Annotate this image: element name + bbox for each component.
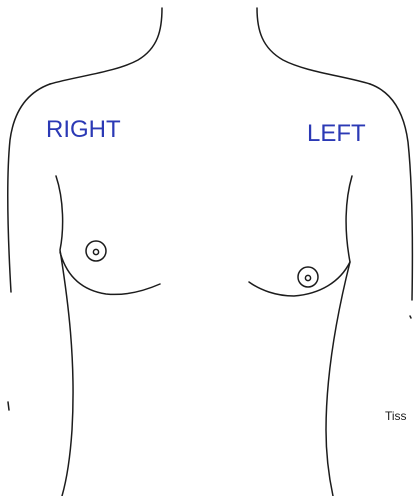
left-side-label: LEFT (307, 120, 366, 147)
left-shoulder-arm-line (370, 84, 412, 300)
right-shoulder-arm-line (8, 84, 50, 292)
left-edge-tick (410, 316, 411, 318)
left-areola (298, 267, 318, 287)
right-side-label: RIGHT (46, 116, 121, 143)
left-torso-side-line (326, 176, 352, 496)
right-torso-side-line (56, 176, 73, 496)
left-breast-outline (249, 262, 350, 296)
right-edge-tick (8, 402, 9, 410)
right-areola (86, 241, 106, 261)
edge-text-label: Tiss (385, 409, 407, 423)
left-nipple (305, 275, 310, 280)
right-breast-outline (60, 252, 160, 294)
neck-right-line (50, 8, 162, 84)
neck-left-line (257, 8, 370, 84)
right-nipple (93, 249, 98, 254)
